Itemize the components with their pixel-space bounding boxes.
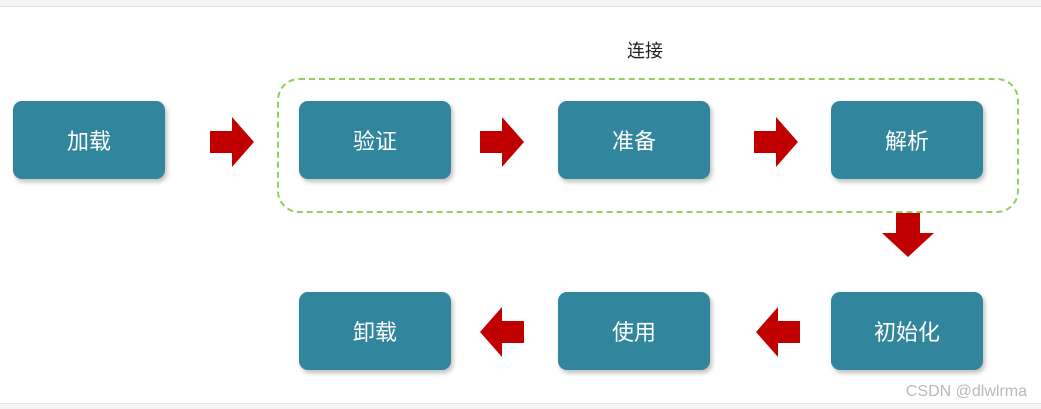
step-load: 加载: [13, 101, 165, 179]
diagram-canvas: 连接 加载 验证 准备 解析 初始化 使用 卸载: [0, 6, 1041, 404]
group-label-connect: 连接: [627, 41, 663, 62]
connect-group-frame: [277, 78, 1019, 213]
step-unload: 卸载: [299, 292, 451, 370]
arrow-right-icon: [210, 117, 254, 167]
arrow-left-icon: [480, 307, 524, 357]
step-prepare: 准备: [558, 101, 710, 179]
step-use: 使用: [558, 292, 710, 370]
watermark: CSDN @dlwlrma: [905, 383, 1027, 400]
step-resolve: 解析: [831, 101, 983, 179]
arrow-right-icon: [754, 117, 798, 167]
step-init: 初始化: [831, 292, 983, 370]
arrow-left-icon: [756, 307, 800, 357]
arrow-down-icon: [882, 213, 934, 257]
arrow-right-icon: [480, 117, 524, 167]
step-verify: 验证: [299, 101, 451, 179]
